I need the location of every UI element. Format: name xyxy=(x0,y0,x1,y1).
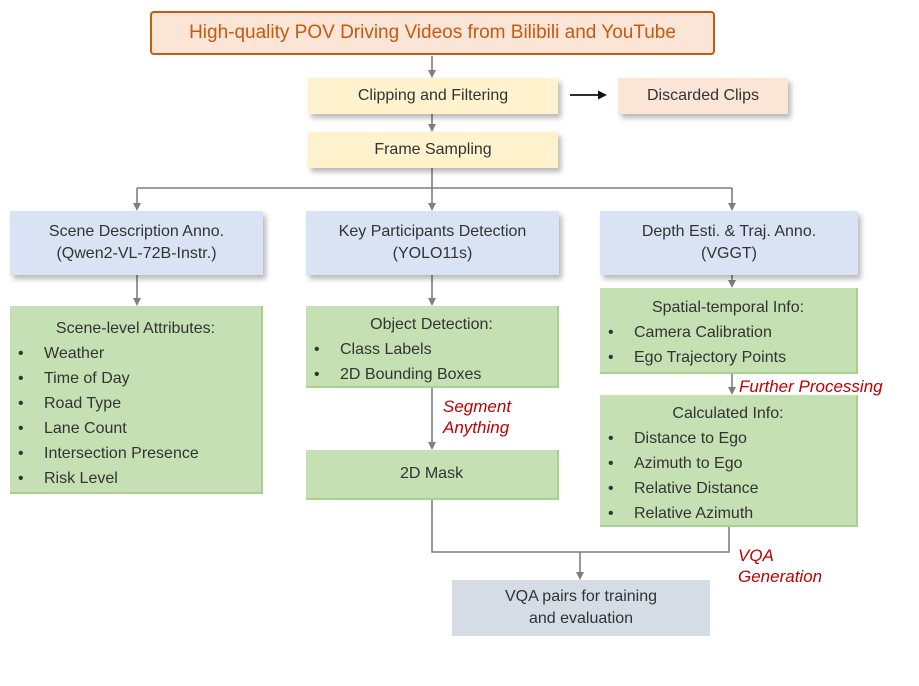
depth-trajectory-box: Depth Esti. & Traj. Anno. (VGGT) xyxy=(600,211,858,275)
list-item: Azimuth to Ego xyxy=(600,451,856,476)
clipping-label: Clipping and Filtering xyxy=(357,87,509,104)
participants-line1: Key Participants Detection xyxy=(338,223,527,240)
vqa-line1: VQA xyxy=(738,546,774,565)
list-item: Intersection Presence xyxy=(10,441,261,466)
list-item: Road Type xyxy=(10,391,261,416)
list-item: Relative Azimuth xyxy=(600,501,856,526)
source-box: High-quality POV Driving Videos from Bil… xyxy=(150,11,715,55)
mask-box: 2D Mask xyxy=(306,450,559,500)
vqa-line2: Generation xyxy=(738,567,823,586)
list-item: Risk Level xyxy=(10,466,261,491)
calculated-info-list: Distance to Ego Azimuth to Ego Relative … xyxy=(600,426,856,526)
source-label: High-quality POV Driving Videos from Bil… xyxy=(189,22,676,43)
scene-line2: (Qwen2-VL-72B-Instr.) xyxy=(56,245,217,262)
list-item: 2D Bounding Boxes xyxy=(306,362,557,387)
participants-line2: (YOLO11s) xyxy=(392,245,473,262)
scene-attributes-list: Weather Time of Day Road Type Lane Count… xyxy=(10,341,261,491)
list-item: Time of Day xyxy=(10,366,261,391)
vqa-pairs-box: VQA pairs for training and evaluation xyxy=(452,580,710,636)
further-processing-label: Further Processing xyxy=(739,376,883,397)
list-item: Class Labels xyxy=(306,337,557,362)
spatial-temporal-list: Camera Calibration Ego Trajectory Points xyxy=(600,320,856,370)
list-item: Weather xyxy=(10,341,261,366)
scene-line1: Scene Description Anno. xyxy=(48,223,225,240)
further-text: Further Processing xyxy=(739,377,883,396)
list-item: Relative Distance xyxy=(600,476,856,501)
spatial-temporal-box: Spatial-temporal Info: Camera Calibratio… xyxy=(600,288,858,374)
discarded-label: Discarded Clips xyxy=(646,87,760,104)
frame-sampling-box: Frame Sampling xyxy=(308,132,558,168)
object-detection-title: Object Detection: xyxy=(370,316,493,333)
scene-description-box: Scene Description Anno. (Qwen2-VL-72B-In… xyxy=(10,211,263,275)
object-detection-box: Object Detection: Class Labels 2D Boundi… xyxy=(306,306,559,388)
object-detection-list: Class Labels 2D Bounding Boxes xyxy=(306,337,557,387)
list-item: Ego Trajectory Points xyxy=(600,345,856,370)
mask-label: 2D Mask xyxy=(399,465,464,482)
segment-line2: Anything xyxy=(443,418,510,437)
depth-line2: (VGGT) xyxy=(701,245,757,262)
depth-line1: Depth Esti. & Traj. Anno. xyxy=(641,223,817,240)
list-item: Lane Count xyxy=(10,416,261,441)
segment-anything-label: Segment Anything xyxy=(443,396,511,438)
vqa-generation-label: VQA Generation xyxy=(738,545,822,587)
calculated-info-box: Calculated Info: Distance to Ego Azimuth… xyxy=(600,395,858,527)
final-line2: and evaluation xyxy=(528,610,634,627)
spatial-temporal-title: Spatial-temporal Info: xyxy=(651,299,805,316)
clipping-filtering-box: Clipping and Filtering xyxy=(308,78,558,114)
list-item: Distance to Ego xyxy=(600,426,856,451)
discarded-clips-box: Discarded Clips xyxy=(618,78,788,114)
participants-detection-box: Key Participants Detection (YOLO11s) xyxy=(306,211,559,275)
calculated-info-title: Calculated Info: xyxy=(672,405,784,422)
final-line1: VQA pairs for training xyxy=(504,588,658,605)
scene-attributes-title: Scene-level Attributes: xyxy=(55,320,216,337)
frame-sampling-label: Frame Sampling xyxy=(374,141,492,158)
segment-line1: Segment xyxy=(443,397,512,416)
list-item: Camera Calibration xyxy=(600,320,856,345)
scene-attributes-box: Scene-level Attributes: Weather Time of … xyxy=(10,306,263,494)
